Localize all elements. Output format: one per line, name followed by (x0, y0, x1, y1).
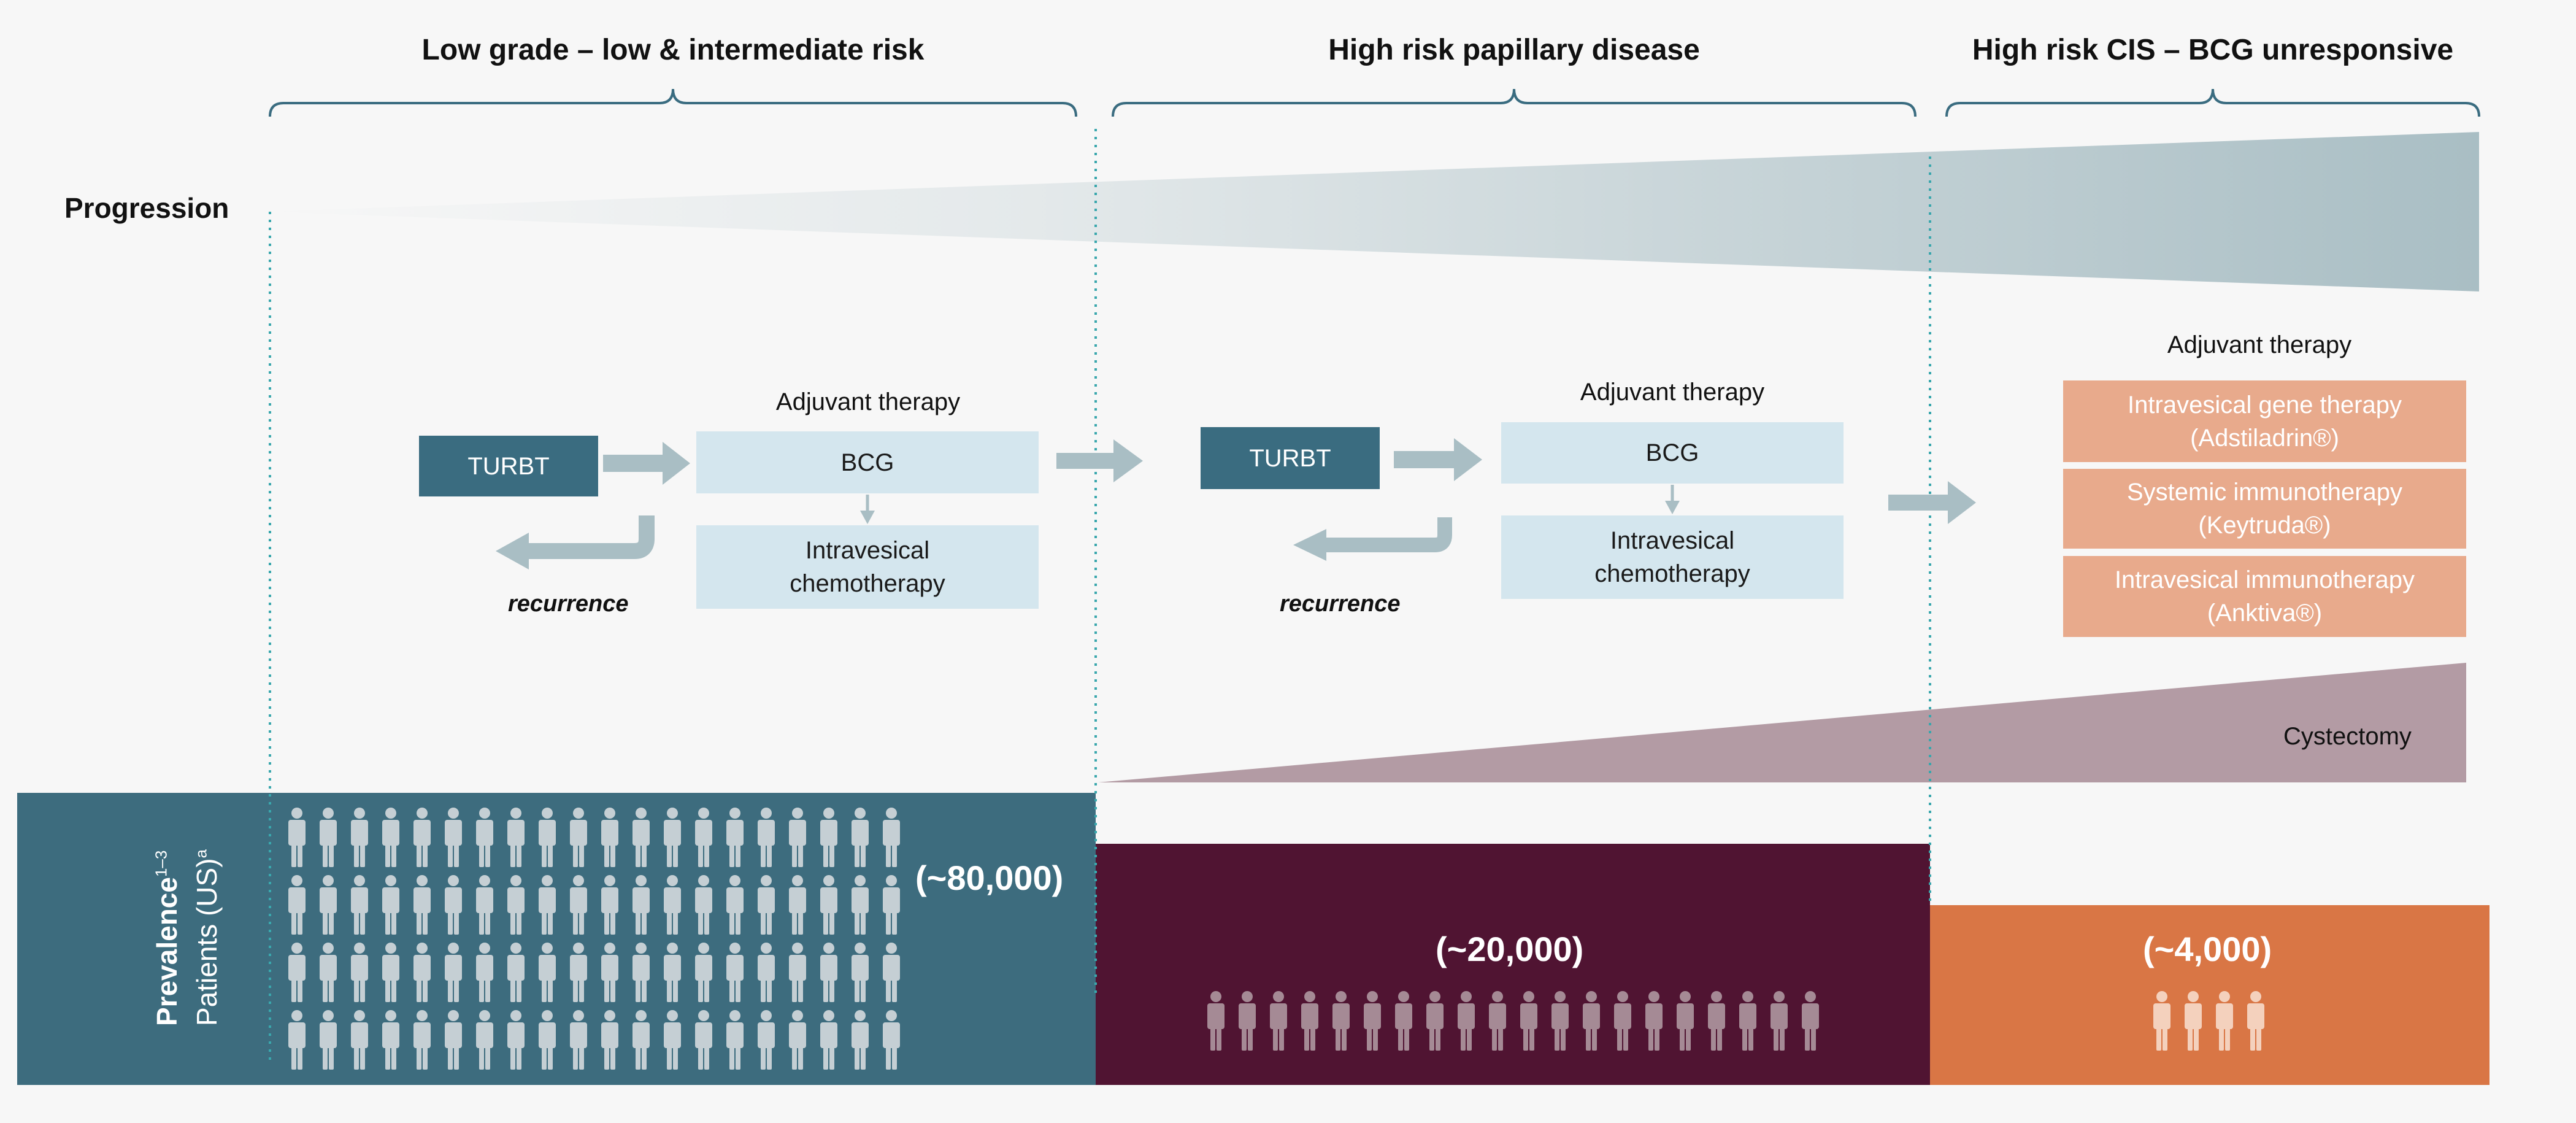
prevalence-count-high-cis: (~4,000) (2143, 930, 2272, 968)
prevalence-count-high-papillary: (~20,000) (1436, 930, 1584, 968)
turbt-box-high: TURBT (1201, 427, 1380, 489)
systemic-immunotherapy-box: Systemic immunotherapy (Keytruda®) (2063, 469, 2466, 549)
prevalence-label-sup: 1–3 (152, 850, 171, 878)
brace-high-cis (1945, 88, 2480, 117)
prevalence-block-high-cis (1930, 905, 2489, 1085)
chemotherapy-box-high: Intravesical chemotherapy (1501, 515, 1844, 599)
recurrence-arrowhead-icon (496, 533, 529, 569)
cystectomy-label: Cystectomy (2283, 723, 2412, 750)
bcg-box-low: BCG (696, 431, 1039, 493)
prevalence-axis-label: Prevalence1–3 (150, 851, 183, 1026)
arrow-icon (1056, 439, 1143, 482)
arrow-icon (1394, 438, 1482, 481)
recurrence-label-low: recurrence (508, 591, 629, 617)
progression-label: Progression (64, 192, 229, 224)
recurrence-arrowhead-icon (1293, 529, 1326, 561)
brace-low (269, 88, 1077, 117)
recurrence-arrow-icon (1325, 517, 1452, 552)
cystectomy-wedge (1098, 663, 2466, 782)
down-arrow-icon (860, 511, 875, 524)
chemotherapy-box-low: Intravesical chemotherapy (696, 525, 1039, 609)
intravesical-immunotherapy-box: Intravesical immunotherapy (Anktiva®) (2063, 556, 2466, 637)
recurrence-arrow-icon (528, 515, 655, 559)
header-high-risk-cis: High risk CIS – BCG unresponsive (1972, 34, 2454, 66)
adjuvant-therapy-title-high: Adjuvant therapy (1580, 379, 1765, 406)
turbt-box-low: TURBT (419, 436, 598, 496)
prevalence-block-high-papillary (1096, 844, 1930, 1085)
adjuvant-therapy-title-low: Adjuvant therapy (775, 388, 961, 415)
down-arrow-icon (1665, 501, 1680, 514)
recurrence-label-high: recurrence (1280, 591, 1401, 617)
patients-axis-label: Patients (US)a (190, 849, 223, 1026)
header-low-grade: Low grade – low & intermediate risk (421, 34, 925, 66)
prevalence-count-low: (~80,000) (915, 859, 1064, 897)
prevalence-block-low (17, 793, 1096, 1085)
prevalence-label: Prevalence (151, 877, 183, 1026)
gene-therapy-box: Intravesical gene therapy (Adstiladrin®) (2063, 380, 2466, 462)
patients-label-sup: a (191, 849, 210, 859)
brace-high-papillary (1112, 88, 1917, 117)
header-high-risk-papillary: High risk papillary disease (1328, 34, 1700, 66)
bcg-box-high: BCG (1501, 422, 1844, 484)
progression-wedge (267, 132, 2479, 291)
arrow-icon (1888, 481, 1976, 524)
adjuvant-therapy-title-cis: Adjuvant therapy (2167, 331, 2352, 358)
patients-label: Patients (US) (191, 858, 223, 1026)
arrow-icon (603, 442, 690, 485)
